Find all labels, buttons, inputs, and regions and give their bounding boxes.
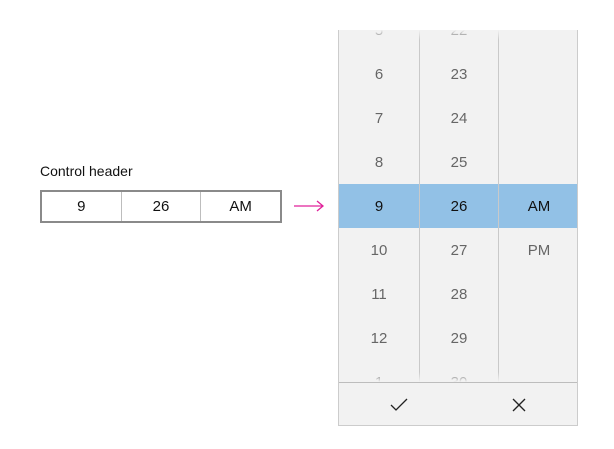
period-column[interactable]: AM PM <box>499 30 577 382</box>
control-header: Control header <box>40 163 133 179</box>
hour-item[interactable]: 10 <box>370 241 388 259</box>
minute-item[interactable]: 23 <box>450 65 468 83</box>
flyout-footer <box>339 382 577 425</box>
minute-column[interactable]: 22 23 24 25 26 27 28 29 30 <box>419 30 499 382</box>
hour-column[interactable]: 5 6 7 8 9 10 11 12 1 <box>339 30 419 382</box>
minute-item[interactable]: 27 <box>450 241 468 259</box>
hour-item[interactable]: 1 <box>374 373 384 383</box>
time-picker-field[interactable]: 9 26 AM <box>40 190 282 223</box>
hour-item[interactable]: 7 <box>374 109 384 127</box>
minute-item[interactable]: 28 <box>450 285 468 303</box>
selection-highlight <box>339 184 577 228</box>
hour-item[interactable]: 11 <box>371 285 387 303</box>
arrow-right-icon <box>294 200 325 212</box>
period-item[interactable]: AM <box>527 197 551 215</box>
hour-segment[interactable]: 9 <box>77 198 86 215</box>
time-picker-flyout: 5 6 7 8 9 10 11 12 1 22 23 24 25 26 27 28 29 30 AM PM <box>338 30 578 426</box>
period-segment[interactable]: AM <box>200 192 280 221</box>
hour-item[interactable]: 9 <box>374 197 384 215</box>
minute-item[interactable]: 26 <box>450 197 468 215</box>
minute-item[interactable]: 22 <box>450 30 468 39</box>
accept-button[interactable] <box>339 383 459 425</box>
close-icon <box>512 398 526 411</box>
minute-item[interactable]: 24 <box>450 109 468 127</box>
hour-item[interactable]: 8 <box>374 153 384 171</box>
hour-item[interactable]: 5 <box>374 30 384 39</box>
minute-segment[interactable]: 26 <box>120 192 201 221</box>
hour-item[interactable]: 12 <box>370 329 388 347</box>
minute-item[interactable]: 25 <box>450 153 468 171</box>
minute-item[interactable]: 30 <box>450 373 468 383</box>
checkmark-icon <box>390 398 408 411</box>
hour-item[interactable]: 6 <box>374 65 384 83</box>
period-item[interactable]: PM <box>527 241 551 259</box>
dismiss-button[interactable] <box>459 383 577 425</box>
minute-item[interactable]: 29 <box>450 329 468 347</box>
